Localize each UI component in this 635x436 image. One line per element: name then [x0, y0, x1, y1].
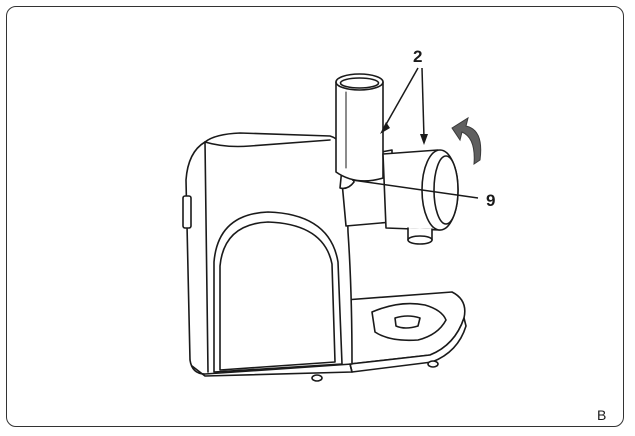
housing-bottom-trim — [191, 363, 353, 377]
base-plate-edge — [349, 317, 467, 373]
base-foot-right — [427, 360, 439, 368]
callout-label-2: 2 — [413, 47, 422, 66]
motor-housing-arch-inner — [219, 221, 336, 371]
feeding-tube — [335, 81, 384, 182]
feeding-tube-inner-rim — [339, 77, 380, 89]
base-foot-center — [311, 374, 323, 382]
grinder-bottom-cap — [407, 235, 433, 245]
motor-housing-side-edge — [204, 141, 209, 373]
motor-housing-top-edge — [204, 139, 331, 148]
callout-arrowheads — [380, 122, 428, 145]
rotation-arrow-icon — [451, 116, 482, 165]
figure-letter: B — [597, 407, 606, 423]
callout-2-arrowhead-b — [420, 134, 428, 145]
callout-2-line-a — [383, 67, 419, 129]
callout-9-line — [351, 179, 479, 199]
side-switch — [182, 195, 192, 229]
callout-2-line-b — [421, 67, 425, 139]
callout-label-9: 9 — [486, 191, 495, 210]
callout-2-arrowhead-a — [380, 122, 390, 134]
grinder-cutting-plate — [433, 155, 459, 225]
base-plate-slot — [394, 315, 421, 329]
callout-lines — [351, 67, 479, 199]
